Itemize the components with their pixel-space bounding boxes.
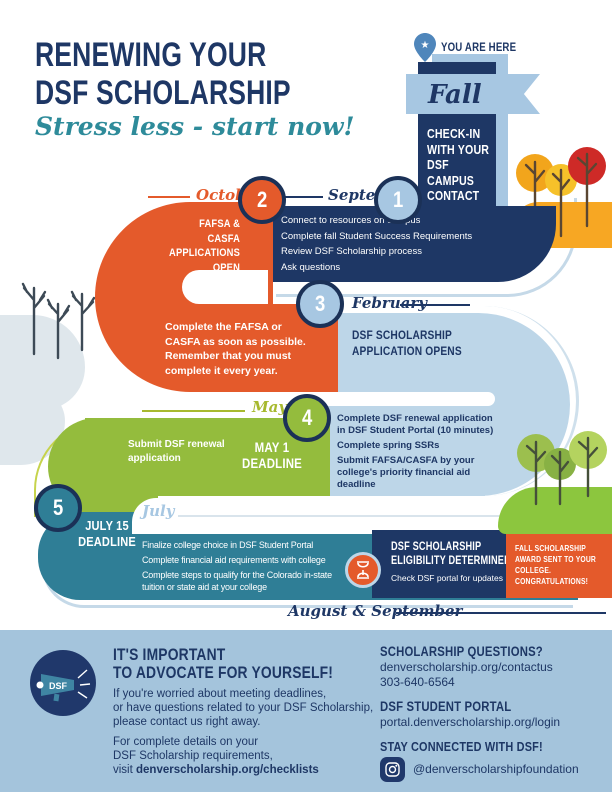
- details-line: visit denverscholarship.org/checklists: [113, 764, 319, 776]
- details-body: For complete details on your DSF Scholar…: [113, 735, 319, 777]
- month-label-july: July: [142, 502, 175, 520]
- banner-text: CHECK-IN WITH YOUR DSF CAMPUS CONTACT: [427, 127, 490, 203]
- list-item: Complete DSF renewal application in DSF …: [337, 413, 494, 436]
- step5-deadline: JULY 15 DEADLINE: [78, 518, 136, 549]
- snake-gap: [182, 270, 268, 304]
- questions-url[interactable]: denverscholarship.org/contactus: [380, 660, 553, 674]
- instagram-handle[interactable]: @denverscholarshipfoundation: [413, 762, 579, 776]
- questions-heading: SCHOLARSHIP QUESTIONS?: [380, 644, 543, 659]
- fall-ribbon: [406, 74, 540, 114]
- hourglass-icon: [345, 552, 381, 588]
- step5-circle: 5: [34, 484, 82, 532]
- season-label: Fall: [428, 80, 482, 110]
- end-months-line: [396, 612, 606, 614]
- list-item: Complete financial aid requirements with…: [142, 555, 326, 565]
- footer: [0, 630, 612, 792]
- details-line: For complete details on your: [113, 736, 259, 748]
- step2-note: Complete the FAFSA or CASFA as soon as p…: [165, 321, 306, 377]
- page-title-line2: DSF SCHOLARSHIP: [35, 74, 291, 112]
- instagram-icon[interactable]: [380, 757, 405, 782]
- step4-deadline: MAY 1 DEADLINE: [241, 440, 303, 471]
- month-label-february: February: [352, 294, 428, 312]
- list-item: Complete spring SSRs: [337, 440, 440, 451]
- step4-side-note: Submit DSF renewal application: [128, 439, 225, 464]
- advocate-body-line: or have questions related to your DSF Sc…: [113, 702, 374, 714]
- end-months-label: August & September: [288, 602, 463, 620]
- list-item: Complete steps to qualify for the Colora…: [142, 570, 332, 592]
- location-pin-icon: ★: [414, 33, 436, 62]
- step3-heading: DSF SCHOLARSHIP APPLICATION OPENS: [352, 328, 462, 358]
- step2-circle: 2: [238, 176, 286, 224]
- page-tagline: Stress less - start now!: [35, 112, 355, 141]
- step1-circle: 1: [374, 176, 422, 224]
- advocate-heading-line1: IT'S IMPORTANT: [113, 646, 226, 664]
- eligibility-block: [372, 530, 506, 598]
- svg-text:DSF: DSF: [49, 681, 68, 691]
- portal-heading: DSF STUDENT PORTAL: [380, 699, 512, 714]
- page-title-line1: RENEWING YOUR: [35, 36, 267, 74]
- september-line: [283, 196, 323, 198]
- award-block: [506, 530, 612, 598]
- step3-circle: 3: [296, 280, 344, 328]
- list-item: Ask questions: [281, 261, 341, 273]
- list-item: Review DSF Scholarship process: [281, 246, 422, 257]
- month-label-may: May: [252, 398, 288, 416]
- step4-band-blue: [325, 406, 485, 496]
- svg-text:★: ★: [421, 40, 430, 51]
- portal-url[interactable]: portal.denverscholarship.org/login: [380, 715, 561, 729]
- connect-heading: STAY CONNECTED WITH DSF!: [380, 739, 543, 754]
- step5-items: Finalize college choice in DSF Student P…: [142, 539, 352, 596]
- details-line: DSF Scholarship requirements,: [113, 750, 273, 762]
- july-line: [178, 515, 568, 517]
- step4-circle: 4: [283, 394, 331, 442]
- list-item: Connect to resources on campus: [281, 215, 421, 226]
- fall-trees-icon: [516, 147, 606, 238]
- megaphone-icon: DSF: [36, 669, 91, 702]
- may-line: [142, 410, 245, 412]
- megaphone-badge: DSF: [30, 650, 96, 716]
- advocate-body-line: please contact us right away.: [113, 716, 261, 728]
- list-item: Complete fall Student Success Requiremen…: [281, 230, 473, 242]
- checklists-link[interactable]: denverscholarship.org/checklists: [136, 764, 319, 776]
- list-item: Submit FAFSA/CASFA by your college's pri…: [337, 455, 475, 490]
- summer-mound: [498, 487, 612, 534]
- summer-trees-icon: [517, 431, 607, 506]
- winter-trees-icon: [21, 282, 96, 360]
- february-line: [400, 304, 470, 306]
- award-text: FALL SCHOLARSHIP AWARD SENT TO YOUR COLL…: [515, 544, 597, 586]
- october-line: [148, 196, 190, 198]
- list-item: Finalize college choice in DSF Student P…: [142, 540, 314, 550]
- advocate-body-line: If you're worried about meeting deadline…: [113, 688, 327, 700]
- step1-items: Connect to resources on campus Complete …: [281, 213, 531, 275]
- advocate-heading-line2: TO ADVOCATE FOR YOURSELF!: [113, 664, 334, 682]
- questions-phone: 303-640-6564: [380, 675, 455, 689]
- step4-items: Complete DSF renewal application in DSF …: [337, 413, 502, 494]
- eligibility-sub: Check DSF portal for updates: [391, 573, 503, 583]
- snake-gap: [345, 392, 495, 406]
- you-are-here-label: YOU ARE HERE: [441, 42, 517, 54]
- eligibility-heading: DSF SCHOLARSHIP ELIGIBILITY DETERMINED: [391, 541, 511, 567]
- timeline-echo: [430, 306, 579, 496]
- step2-heading: FAFSA & CASFA APPLICATIONS OPEN: [169, 218, 240, 274]
- advocate-body: If you're worried about meeting deadline…: [113, 687, 373, 729]
